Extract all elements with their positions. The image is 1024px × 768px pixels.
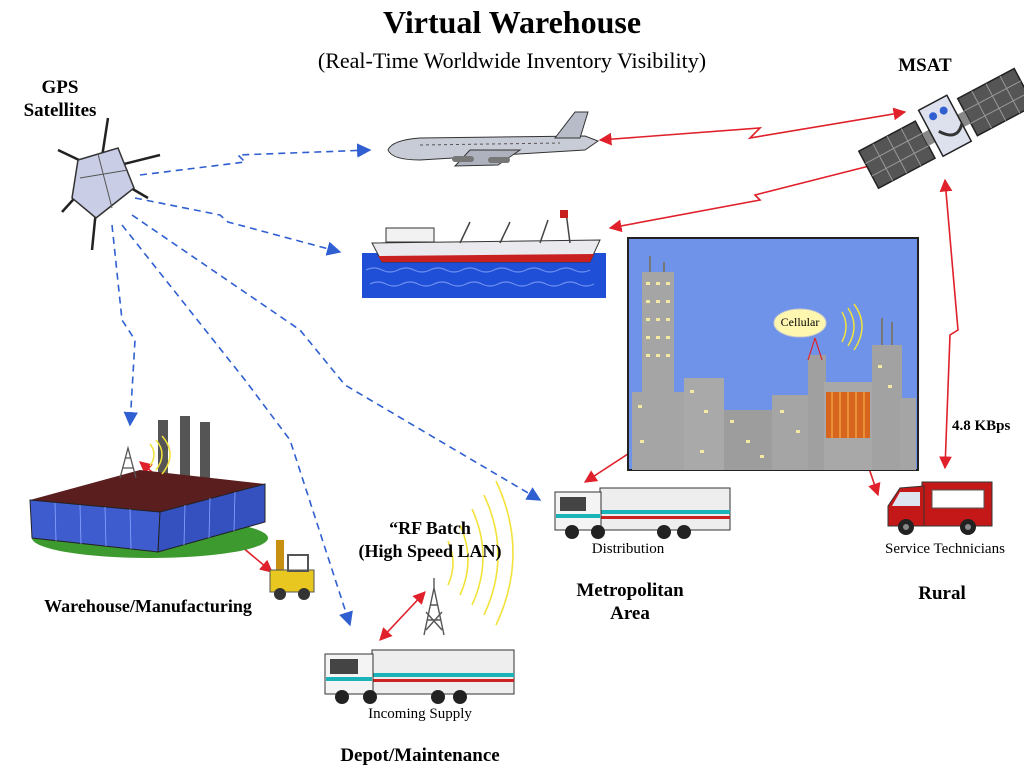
- gps-label-line1: GPS: [41, 77, 79, 98]
- factory-icon: [29, 416, 268, 558]
- rf-tower-truck-link: [379, 591, 426, 641]
- cellular-bubble: [773, 308, 827, 338]
- forklift-icon: [269, 540, 315, 600]
- gps-to-distribution-link: [131, 214, 542, 501]
- distribution-label: Distribution: [591, 541, 665, 557]
- msat-label: MSAT: [898, 55, 952, 76]
- rf-batch-line1: “RF Batch: [389, 518, 471, 538]
- rf-batch-line2: (High Speed LAN): [358, 541, 502, 561]
- metro-label: Metropolitan Area: [560, 579, 700, 625]
- metro-label-line1: Metropolitan: [576, 580, 684, 601]
- incoming-supply-label: Incoming Supply: [368, 706, 472, 722]
- rural-label: Rural: [918, 583, 966, 604]
- msat-airplane-link: [598, 107, 907, 146]
- gps-links: [111, 143, 542, 627]
- msat-ship-link: [608, 158, 887, 233]
- depot-label: Depot/Maintenance: [340, 745, 500, 766]
- cellular-wave-icon: [841, 303, 863, 351]
- gps-label: GPS Satellites: [0, 76, 120, 122]
- service-technicians-label: Service Technicians: [885, 541, 1005, 557]
- truck-icon: [554, 487, 731, 539]
- ship-icon: [362, 210, 606, 298]
- cellular-label: Cellular: [780, 315, 820, 329]
- warehouse-label: Warehouse/Manufacturing: [44, 596, 252, 616]
- gps-label-line2: Satellites: [23, 100, 97, 121]
- rf-batch-label: “RF Batch (High Speed LAN): [340, 517, 520, 563]
- gps-to-depot-link: [121, 224, 353, 627]
- van-icon: [887, 481, 993, 535]
- antenna-tower-icon: [423, 480, 514, 636]
- gps-to-warehouse-link: [111, 224, 138, 427]
- gps-to-ship-link: [134, 197, 342, 256]
- gps-to-airplane-link: [139, 143, 372, 176]
- bandwidth-label: 4.8 KBps: [952, 418, 1011, 434]
- airplane-icon: [387, 111, 600, 167]
- truck-icon: [324, 649, 515, 704]
- page-subtitle: (Real-Time Worldwide Inventory Visibilit…: [317, 48, 707, 73]
- msat-satellite-icon: [857, 67, 1024, 190]
- msat-van-link: [939, 178, 959, 470]
- page-title: Virtual Warehouse: [382, 4, 642, 40]
- satellite-icon: [57, 117, 161, 251]
- city-icon: [627, 237, 919, 471]
- metro-label-line2: Area: [610, 603, 650, 624]
